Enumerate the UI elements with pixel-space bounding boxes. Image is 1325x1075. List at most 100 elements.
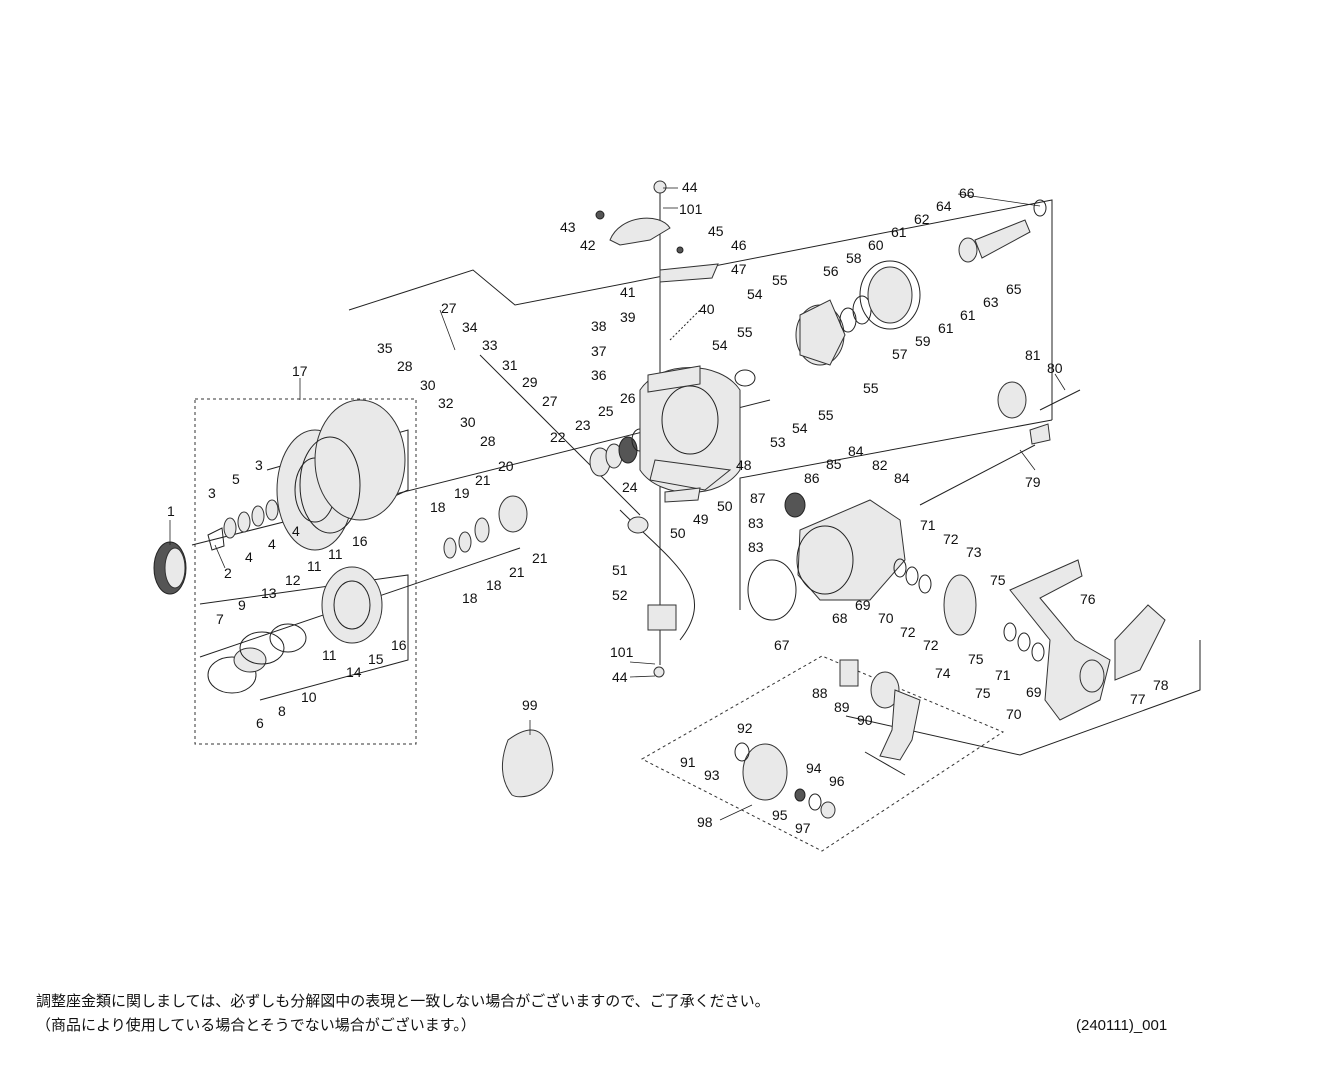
callout-96: 96 bbox=[829, 773, 845, 789]
callout-59: 59 bbox=[915, 333, 931, 349]
handle-group-box bbox=[640, 655, 1005, 852]
callout-17: 17 bbox=[292, 363, 308, 379]
screw-44b bbox=[653, 666, 665, 678]
leader-lines bbox=[169, 187, 1066, 821]
pinion-shaft bbox=[1039, 389, 1081, 411]
callout-94: 94 bbox=[806, 760, 822, 776]
slider bbox=[1029, 423, 1051, 445]
callout-50: 50 bbox=[717, 498, 733, 514]
callout-60: 60 bbox=[868, 237, 884, 253]
callout-72: 72 bbox=[900, 624, 916, 640]
callout-82: 82 bbox=[872, 457, 888, 473]
callout-70: 70 bbox=[878, 610, 894, 626]
spool-lip bbox=[299, 436, 361, 534]
callout-91: 91 bbox=[680, 754, 696, 770]
callout-21: 21 bbox=[475, 472, 491, 488]
callout-85: 85 bbox=[826, 456, 842, 472]
callout-71: 71 bbox=[920, 517, 936, 533]
callout-101: 101 bbox=[679, 201, 703, 217]
callout-44: 44 bbox=[612, 669, 628, 685]
callout-23: 23 bbox=[575, 417, 591, 433]
oring-53 bbox=[734, 369, 756, 387]
callout-75: 75 bbox=[968, 651, 984, 667]
bail-stopper bbox=[664, 487, 701, 503]
callout-18: 18 bbox=[430, 499, 446, 515]
body-oring bbox=[747, 559, 797, 621]
callout-45: 45 bbox=[708, 223, 724, 239]
callout-11: 11 bbox=[328, 546, 343, 562]
callout-30: 30 bbox=[420, 377, 436, 393]
callout-87: 87 bbox=[750, 490, 766, 506]
callout-44: 44 bbox=[682, 179, 698, 195]
callout-76: 76 bbox=[1080, 591, 1096, 607]
callout-79: 79 bbox=[1025, 474, 1041, 490]
callout-86: 86 bbox=[804, 470, 820, 486]
usage-note: （商品により使用している場合とそうでない場合がございます。） bbox=[36, 1016, 476, 1034]
callout-35: 35 bbox=[377, 340, 393, 356]
handle-knob-cap bbox=[1079, 659, 1105, 693]
drag-washer-9 bbox=[269, 623, 307, 653]
callout-90: 90 bbox=[857, 712, 873, 728]
handle-base bbox=[870, 671, 900, 709]
callout-28: 28 bbox=[397, 358, 413, 374]
callout-71: 71 bbox=[995, 667, 1011, 683]
callout-4: 4 bbox=[245, 549, 253, 565]
callout-3: 3 bbox=[208, 485, 216, 501]
callout-99: 99 bbox=[522, 697, 538, 713]
washer-69b bbox=[1031, 642, 1045, 662]
callout-27: 27 bbox=[441, 300, 457, 316]
callout-72: 72 bbox=[943, 531, 959, 547]
callout-46: 46 bbox=[731, 237, 747, 253]
pinion-gear bbox=[974, 219, 1031, 259]
callout-38: 38 bbox=[591, 318, 607, 334]
handle-arm bbox=[879, 689, 921, 761]
callout-19: 19 bbox=[454, 485, 470, 501]
washer-18 bbox=[458, 531, 472, 553]
callout-72: 72 bbox=[923, 637, 939, 653]
callout-22: 22 bbox=[550, 429, 566, 445]
callout-10: 10 bbox=[301, 689, 317, 705]
callout-97: 97 bbox=[795, 820, 811, 836]
callout-89: 89 bbox=[834, 699, 850, 715]
callout-8: 8 bbox=[278, 703, 286, 719]
body-bearing bbox=[784, 492, 806, 518]
callout-50: 50 bbox=[670, 525, 686, 541]
washer-66 bbox=[1033, 199, 1047, 217]
body-lower-boundary bbox=[845, 640, 1201, 756]
callout-74: 74 bbox=[935, 665, 951, 681]
callout-16: 16 bbox=[391, 637, 407, 653]
callout-92: 92 bbox=[737, 720, 753, 736]
callout-77: 77 bbox=[1130, 691, 1146, 707]
washer bbox=[237, 511, 251, 533]
washer bbox=[251, 505, 265, 527]
callout-5: 5 bbox=[232, 471, 240, 487]
washer-72 bbox=[918, 574, 932, 594]
bearing-63 bbox=[958, 237, 978, 263]
callout-61: 61 bbox=[938, 320, 954, 336]
knob-collar-92 bbox=[734, 742, 750, 762]
callout-83: 83 bbox=[748, 515, 764, 531]
callout-21: 21 bbox=[532, 550, 548, 566]
drag-washer-8 bbox=[239, 631, 285, 665]
callout-25: 25 bbox=[598, 403, 614, 419]
bail-arm bbox=[609, 217, 671, 246]
handle-shaft bbox=[864, 751, 906, 776]
body-guard bbox=[1114, 604, 1166, 681]
callout-65: 65 bbox=[1006, 281, 1022, 297]
callout-69: 69 bbox=[855, 597, 871, 613]
callout-73: 73 bbox=[966, 544, 982, 560]
callout-26: 26 bbox=[620, 390, 636, 406]
callout-83: 83 bbox=[748, 539, 764, 555]
callout-4: 4 bbox=[268, 536, 276, 552]
screw-44 bbox=[653, 180, 667, 194]
callout-32: 32 bbox=[438, 395, 454, 411]
callout-11: 11 bbox=[307, 558, 322, 574]
bail-wire-end bbox=[627, 516, 649, 534]
callout-75: 75 bbox=[975, 685, 991, 701]
washer bbox=[223, 517, 237, 539]
drive-gear bbox=[943, 574, 977, 636]
bail-trip bbox=[647, 365, 701, 393]
callout-24: 24 bbox=[622, 479, 638, 495]
screw-45 bbox=[676, 246, 684, 254]
callout-78: 78 bbox=[1153, 677, 1169, 693]
